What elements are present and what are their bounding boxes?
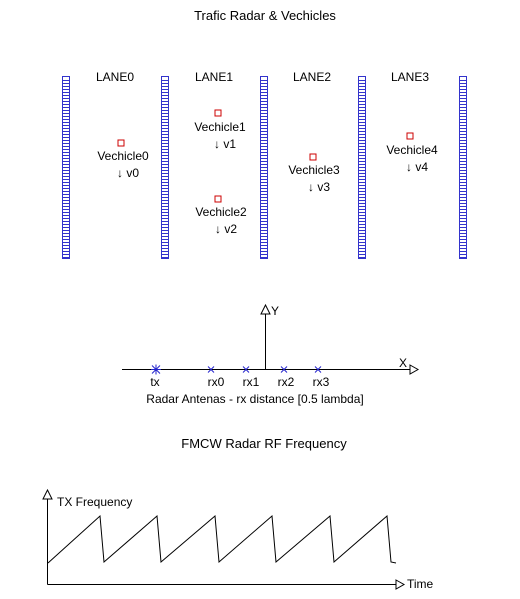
antenna-x-arrow bbox=[409, 364, 420, 375]
fmcw-y-label: TX Frequency bbox=[57, 495, 133, 509]
lane-marker-column bbox=[459, 76, 467, 259]
vehicle-name-3: Vechicle3 bbox=[288, 163, 340, 177]
lane-label-0: LANE0 bbox=[95, 70, 135, 84]
antenna-y-arrow bbox=[260, 303, 271, 315]
fmcw-sawtooth-line bbox=[47, 514, 397, 564]
rx-antenna-marker-0 bbox=[207, 366, 215, 373]
vehicle-velocity-1: ↓ v1 bbox=[213, 137, 237, 151]
fmcw-axes bbox=[42, 488, 406, 590]
vehicle-name-4: Vechicle4 bbox=[386, 143, 438, 157]
vehicle-name-2: Vechicle2 bbox=[195, 205, 247, 219]
vehicle-velocity-0: ↓ v0 bbox=[116, 166, 140, 180]
traffic-title: Trafic Radar & Vechicles bbox=[194, 8, 336, 23]
antenna-caption: Radar Antenas - rx distance [0.5 lambda] bbox=[146, 392, 364, 406]
antenna-label-rx0: rx0 bbox=[207, 375, 225, 389]
lane-marker-column bbox=[62, 76, 70, 259]
fmcw-y-arrow bbox=[42, 488, 53, 500]
fmcw-title: FMCW Radar RF Frequency bbox=[181, 436, 347, 451]
vehicle-velocity-3: ↓ v3 bbox=[307, 180, 331, 194]
fmcw-x-label: Time bbox=[407, 577, 434, 591]
fmcw-x-arrow bbox=[395, 579, 406, 590]
vehicle-markers bbox=[117, 109, 414, 203]
antenna-label-tx: tx bbox=[150, 375, 160, 389]
vehicle-name-0: Vechicle0 bbox=[97, 149, 149, 163]
rx-antenna-marker-3 bbox=[314, 366, 322, 373]
vehicle-marker-3 bbox=[309, 153, 317, 161]
vehicle-name-1: Vechicle1 bbox=[194, 120, 246, 134]
vehicle-marker-2 bbox=[214, 195, 222, 203]
antenna-x-label: X bbox=[399, 356, 408, 370]
vehicle-marker-0 bbox=[117, 139, 125, 147]
antenna-y-label: Y bbox=[271, 304, 280, 318]
tx-antenna-marker bbox=[151, 364, 161, 375]
lane-label-2: LANE2 bbox=[292, 70, 332, 84]
rx-antenna-marker-1 bbox=[242, 366, 250, 373]
lane-marker-column bbox=[260, 76, 268, 259]
antenna-label-rx3: rx3 bbox=[312, 375, 330, 389]
rx-antenna-marker-2 bbox=[280, 366, 288, 373]
vehicle-velocity-2: ↓ v2 bbox=[214, 222, 238, 236]
antenna-markers bbox=[151, 364, 322, 375]
lane-label-3: LANE3 bbox=[390, 70, 430, 84]
lane-markers bbox=[62, 76, 467, 259]
lane-label-1: LANE1 bbox=[194, 70, 234, 84]
lane-marker-column bbox=[358, 76, 366, 259]
vehicle-velocity-4: ↓ v4 bbox=[405, 160, 429, 174]
vehicle-marker-4 bbox=[406, 132, 414, 140]
antenna-label-rx2: rx2 bbox=[277, 375, 295, 389]
vehicle-marker-1 bbox=[214, 109, 222, 117]
antenna-axes bbox=[122, 303, 420, 375]
antenna-label-rx1: rx1 bbox=[242, 375, 260, 389]
lane-marker-column bbox=[161, 76, 169, 259]
